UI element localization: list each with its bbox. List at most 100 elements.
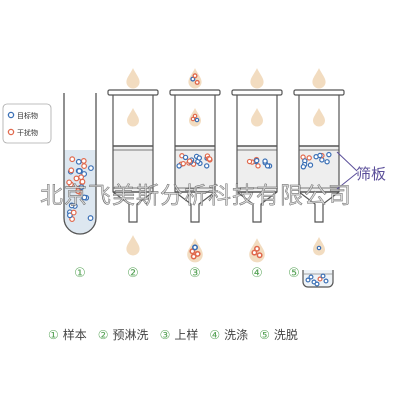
target-particle [254,157,260,164]
step-key-item: ③ 上样 [160,326,199,343]
droplet [187,238,203,263]
target-particle [308,274,314,280]
interferent-particle [256,252,263,259]
cartridge-flange [107,89,159,96]
step-key-number: ④ [209,327,221,342]
interferent-particle [192,113,198,119]
target-particle [320,273,326,279]
interferent-particle [194,250,201,257]
sample-tube-outline [63,93,97,235]
cartridge-sorbent [237,146,277,192]
interferent-particle [70,209,77,216]
target-particle [324,159,330,165]
target-particle [78,184,85,191]
cartridge-body [112,95,154,223]
target-particle [76,168,83,175]
target-particle [314,281,320,287]
legend: 目标物 干扰物 [2,103,52,144]
droplet [126,235,140,256]
step-key-name: 洗脱 [273,328,298,342]
target-particle [81,194,88,201]
target-particle [305,277,311,283]
droplet [189,108,201,127]
interferent-particle [80,158,87,164]
droplet-shape [251,108,263,127]
droplet [126,68,140,89]
droplet [250,68,264,89]
step-key-number: ⑤ [259,327,270,342]
step-key-item: ① 样本 [48,326,87,343]
cartridge-flange [169,89,221,96]
interferent-particle [255,163,261,169]
step-key-item: ② 预淋洗 [98,326,149,343]
step-key-number: ② [97,327,109,342]
step-key: ① 样本 ② 预淋洗 ③ 上样 ④ 洗涤 ⑤ 洗脱 [48,326,298,343]
spe-cartridge [231,89,283,223]
target-particle [192,244,198,251]
target-particle [196,155,203,161]
interferent-particle [73,175,80,182]
droplet-shape [312,68,326,89]
interferent-particle [69,156,76,163]
droplets [126,68,326,263]
spe-cartridge [169,89,221,223]
plate-pointer-upper [336,151,358,172]
droplet-shape [313,108,325,127]
droplet [313,108,325,127]
interferent-particle [186,158,193,164]
target-particle [326,151,332,158]
droplet-shape [126,68,140,89]
target-particle [300,164,307,170]
interferent-particle [75,188,81,195]
cartridge-sorbent [299,146,339,192]
interferent-particle [189,248,196,255]
interferent-particle [251,249,258,256]
step-key-name: 上样 [174,328,199,342]
sorbent-particles [246,156,273,169]
sample-particles [66,156,94,222]
cartridge-body [174,95,216,223]
interferent-particle [180,160,186,167]
interferent-particle [78,174,85,181]
interferent-particle [194,79,200,85]
interferent-particle [190,116,196,122]
step-key-name: 样本 [62,328,87,342]
cartridge-body [298,95,340,223]
collection-vial [302,270,334,288]
plate-pointer [336,151,358,190]
target-particle [262,158,268,164]
step-number-1: ① [74,266,86,281]
target-particle [317,152,323,159]
target-particle [203,163,210,169]
target-particle [264,163,271,169]
droplet-shape [126,235,140,256]
spe-cartridge [293,89,345,223]
target-particle [182,154,189,161]
interferent-particle [81,163,88,170]
sorbent-particles [300,151,332,170]
target-particle [323,278,329,284]
sample-tube [63,93,97,235]
cartridge-sorbent [175,146,215,192]
step-key-name: 预淋洗 [112,328,149,342]
plate-label: 筛板 [356,165,387,183]
plate-pointer-lower [336,172,358,190]
target-particle [316,245,322,251]
target-particle [75,158,82,165]
interferent-particle [66,179,73,186]
target-particle [88,165,94,172]
target-particle [87,215,94,221]
step-number-3: ③ [189,266,201,281]
droplet [188,68,202,89]
legend-interferent-marker [7,128,15,136]
legend-target-label: 目标物 [17,111,38,120]
interferent-particle [190,253,197,260]
target-particle [319,157,325,163]
droplet [249,238,265,263]
step-number-2: ② [127,266,139,281]
droplet-shape [127,108,139,127]
target-particle [176,163,182,169]
sorbent-particles [176,153,213,169]
